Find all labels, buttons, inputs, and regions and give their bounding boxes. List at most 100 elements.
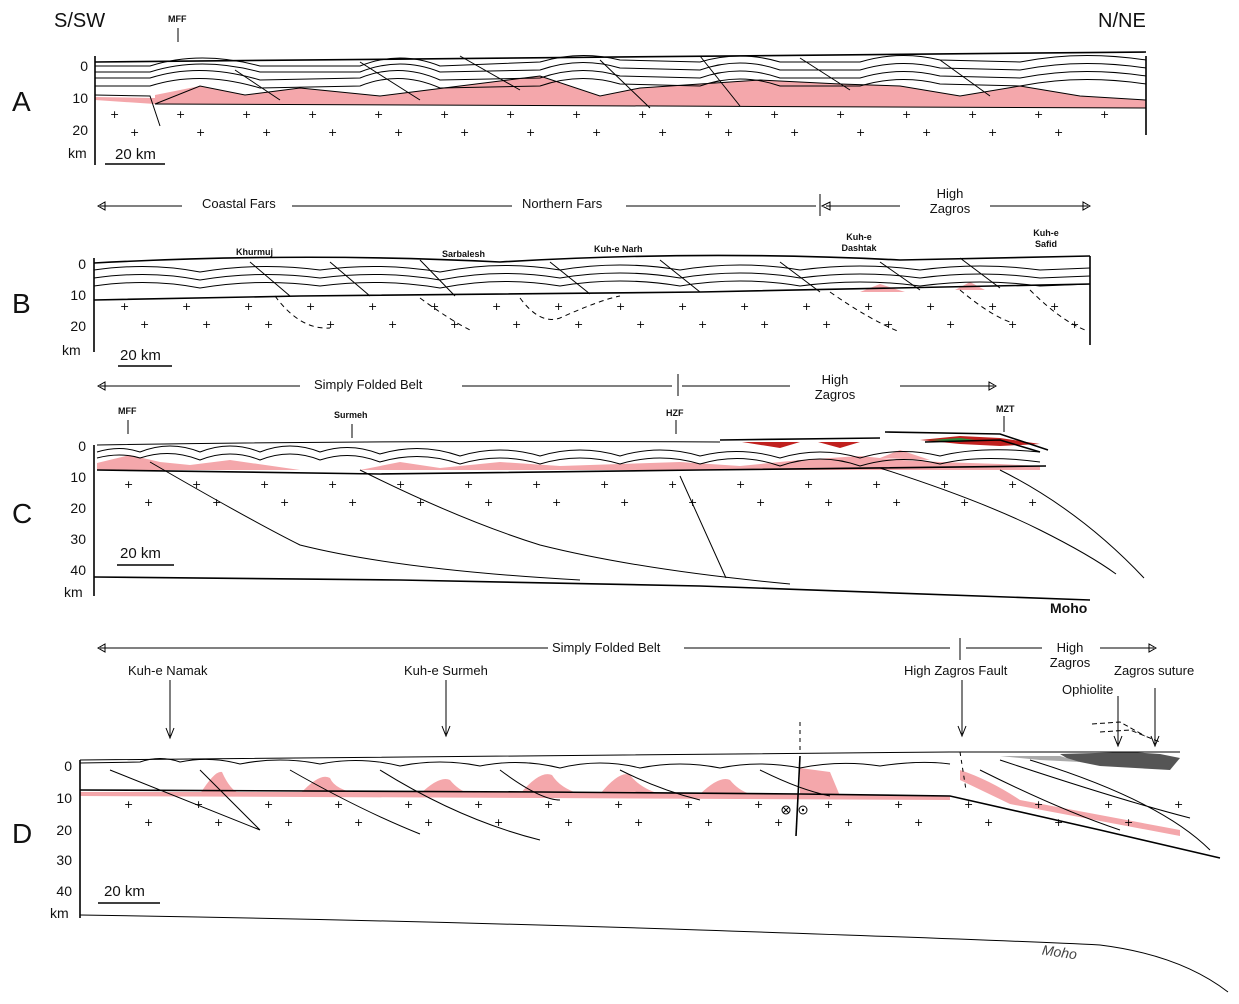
- panel-c-depth-20: 20: [70, 500, 86, 516]
- panel-c-fault-surmeh: Surmeh: [334, 410, 368, 420]
- basement-cross: +: [242, 108, 251, 121]
- basement-cross: +: [1034, 798, 1043, 811]
- basement-cross: +: [658, 126, 667, 139]
- basement-cross: +: [214, 816, 223, 829]
- basement-cross: +: [822, 318, 831, 331]
- panel-a-scale-bar-label: 20 km: [115, 146, 156, 163]
- basement-cross: +: [182, 300, 191, 313]
- basement-cross: +: [264, 798, 273, 811]
- basement-cross: +: [620, 496, 629, 509]
- basement-cross: +: [824, 798, 833, 811]
- panel-b-region-coastal-fars: Coastal Fars: [198, 196, 280, 211]
- panel-c-region-simply-folded-belt: Simply Folded Belt: [310, 377, 427, 392]
- basement-cross: +: [430, 300, 439, 313]
- panel-d-depth-10: 10: [56, 790, 72, 806]
- basement-cross: +: [698, 318, 707, 331]
- basement-cross: +: [894, 798, 903, 811]
- basement-cross: +: [396, 478, 405, 491]
- panel-b-region-northern-fars: Northern Fars: [518, 196, 607, 211]
- basement-cross: +: [308, 108, 317, 121]
- basement-cross: +: [614, 798, 623, 811]
- ne-direction-label: N/NE: [1098, 10, 1146, 32]
- basement-cross: +: [892, 496, 901, 509]
- basement-cross: +: [688, 496, 697, 509]
- basement-cross: +: [144, 496, 153, 509]
- basement-cross: +: [1008, 318, 1017, 331]
- basement-cross: +: [770, 108, 779, 121]
- panel-d-depth-20: 20: [56, 822, 72, 838]
- basement-cross: +: [616, 300, 625, 313]
- basement-cross: +: [574, 318, 583, 331]
- basement-cross: +: [192, 478, 201, 491]
- basement-cross: +: [754, 798, 763, 811]
- basement-cross: +: [592, 126, 601, 139]
- panel-c-km: km: [64, 584, 83, 600]
- panel-c-depth-30: 30: [70, 531, 86, 547]
- sw-direction-label: S/SW: [54, 10, 106, 32]
- basement-cross: +: [140, 318, 149, 331]
- panel-a-depth-0: 0: [80, 58, 88, 74]
- basement-cross: +: [968, 108, 977, 121]
- basement-cross: +: [804, 478, 813, 491]
- basement-cross: +: [506, 108, 515, 121]
- basement-cross: +: [368, 300, 377, 313]
- basement-cross: +: [328, 478, 337, 491]
- basement-cross: +: [564, 816, 573, 829]
- panel-c-fault-mzt: MZT: [996, 404, 1015, 414]
- basement-cross: +: [926, 300, 935, 313]
- basement-cross: +: [460, 126, 469, 139]
- basement-cross: +: [262, 126, 271, 139]
- panel-a-section: [94, 28, 1147, 165]
- panel-d-label-ophiolite: Ophiolite: [1062, 682, 1114, 697]
- basement-cross: +: [668, 478, 677, 491]
- panel-c-moho-label: Moho: [1050, 600, 1088, 616]
- basement-cross: +: [544, 798, 553, 811]
- basement-cross: +: [856, 126, 865, 139]
- panel-b-structure-sarbalesh: Sarbalesh: [442, 249, 486, 259]
- basement-cross: +: [988, 300, 997, 313]
- basement-cross: +: [404, 798, 413, 811]
- basement-cross: +: [678, 300, 687, 313]
- basement-cross: +: [440, 108, 449, 121]
- panel-a-letter: A: [12, 86, 31, 117]
- basement-cross: +: [532, 478, 541, 491]
- basement-cross: +: [1050, 300, 1059, 313]
- panel-b-km: km: [62, 342, 81, 358]
- panel-b-structure-khurmuj: Khurmuj: [236, 247, 273, 257]
- basement-cross: +: [334, 798, 343, 811]
- basement-cross: +: [802, 300, 811, 313]
- panel-c-depth-0: 0: [78, 438, 86, 454]
- panel-b-structure-kuh-e-dashtak: Kuh-e Dashtak: [841, 232, 877, 253]
- basement-cross: +: [1054, 816, 1063, 829]
- basement-cross: +: [1054, 126, 1063, 139]
- basement-cross: +: [756, 496, 765, 509]
- basement-cross: +: [634, 816, 643, 829]
- basement-cross: +: [348, 496, 357, 509]
- basement-cross: +: [774, 816, 783, 829]
- basement-cross: +: [740, 300, 749, 313]
- basement-cross: +: [704, 816, 713, 829]
- basement-cross: +: [836, 108, 845, 121]
- basement-cross: +: [264, 318, 273, 331]
- basement-cross: +: [196, 126, 205, 139]
- panel-c-scale-bar-label: 20 km: [120, 545, 161, 562]
- basement-cross: +: [1034, 108, 1043, 121]
- basement-cross: +: [884, 318, 893, 331]
- panel-a-depth-20: 20: [72, 122, 88, 138]
- panel-b-letter: B: [12, 288, 31, 319]
- basement-cross: +: [120, 300, 129, 313]
- basement-cross: +: [922, 126, 931, 139]
- basement-cross: +: [600, 478, 609, 491]
- basement-cross: +: [736, 478, 745, 491]
- panel-d-depth-30: 30: [56, 852, 72, 868]
- basement-cross: +: [984, 816, 993, 829]
- panel-c-section: [93, 374, 1145, 601]
- basement-cross: +: [554, 300, 563, 313]
- basement-cross: +: [636, 318, 645, 331]
- panel-c-region-high-zagros: High Zagros: [814, 372, 856, 402]
- basement-cross: +: [260, 478, 269, 491]
- basement-cross: +: [1028, 496, 1037, 509]
- basement-cross: +: [964, 798, 973, 811]
- basement-cross: +: [124, 798, 133, 811]
